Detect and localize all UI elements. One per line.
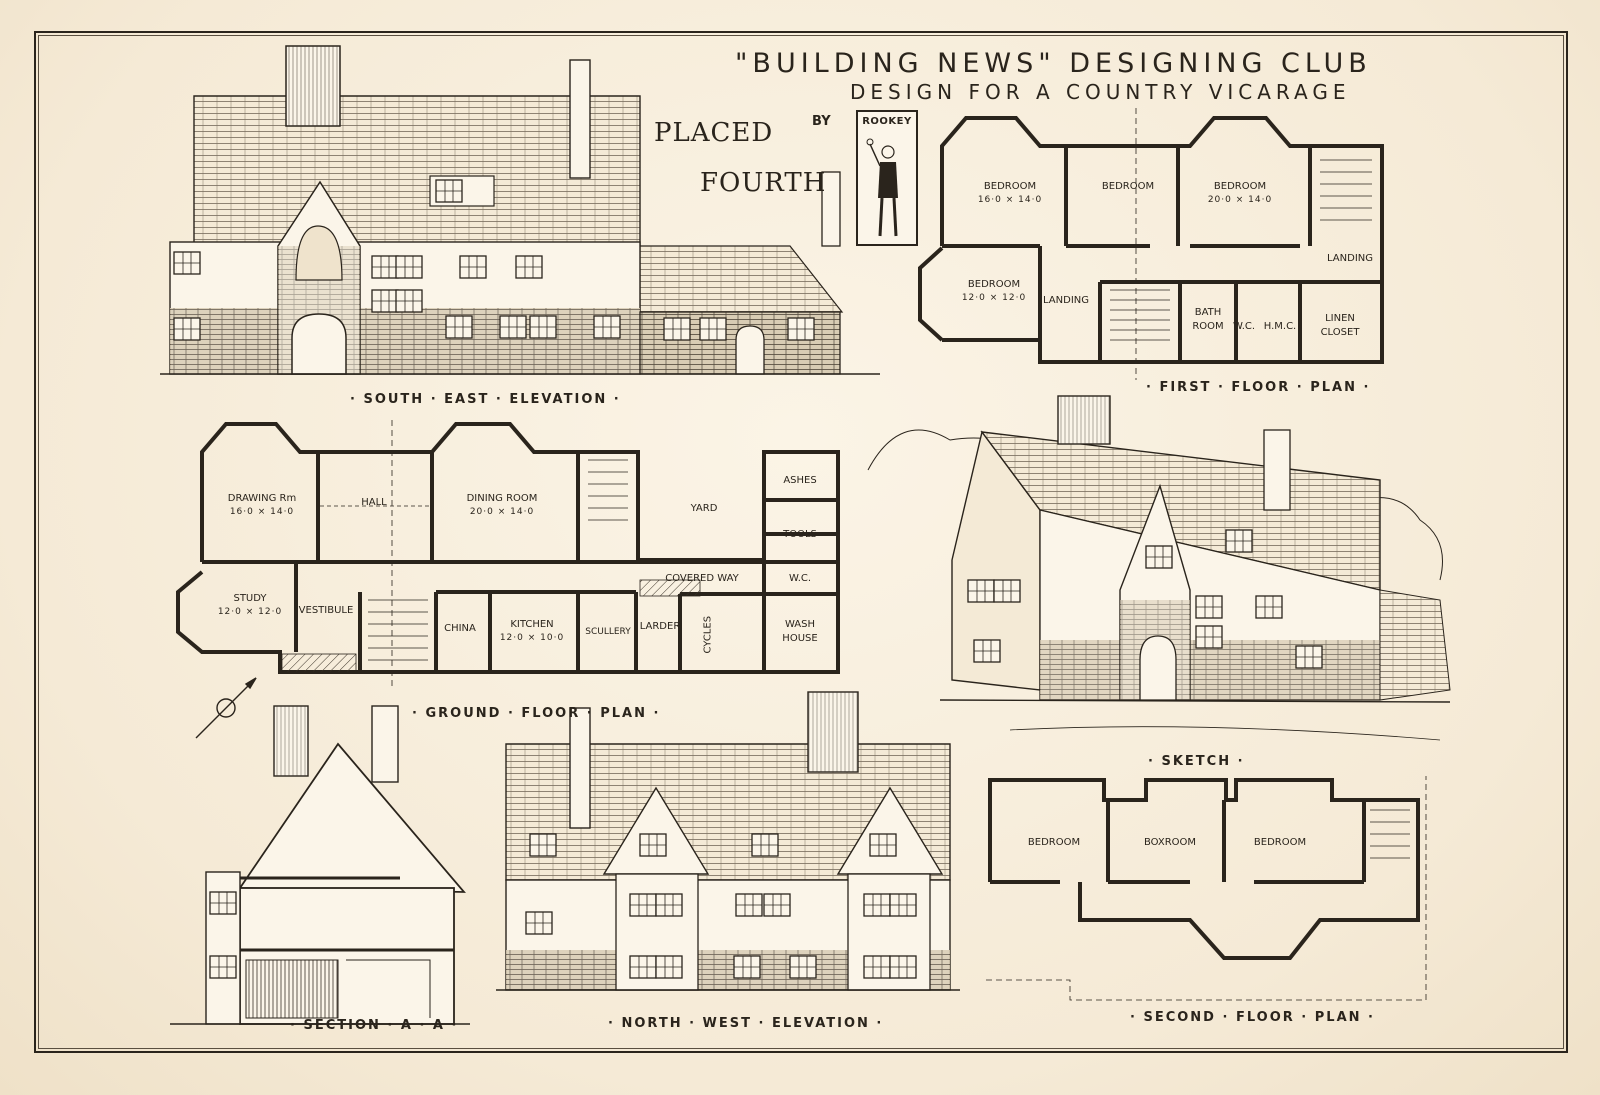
north-west-elevation-label: · NORTH · WEST · ELEVATION · <box>608 1016 884 1031</box>
room-dining: DINING ROOM 20·0 × 14·0 <box>467 492 538 518</box>
first-floor-plan-label: · FIRST · FLOOR · PLAN · <box>1146 380 1371 395</box>
room-bedroom-second-2: BEDROOM <box>1253 837 1307 848</box>
room-dims: 12·0 × 12·0 <box>217 606 283 617</box>
room-drawing: DRAWING Rm 16·0 × 14·0 <box>228 492 296 518</box>
room-name: STUDY <box>233 593 267 604</box>
figure-icon <box>866 138 898 237</box>
room-china: CHINA <box>444 623 476 634</box>
placed-line-1: PLACED <box>654 118 774 148</box>
ground-floor-plan-drawing <box>176 422 840 674</box>
room-dims: 16·0 × 14·0 <box>229 506 295 517</box>
room-dims: 12·0 × 12·0 <box>961 292 1027 303</box>
section-label: · SECTION · A · A · <box>290 1018 459 1033</box>
room-bedroom-1: BEDROOM 16·0 × 14·0 <box>978 180 1042 206</box>
south-east-elevation-drawing <box>160 45 880 375</box>
section-a-a-drawing <box>170 705 470 1025</box>
club-title: "BUILDING NEWS" DESIGNING CLUB <box>735 48 1372 79</box>
room-landing-1: LANDING <box>1042 295 1090 306</box>
second-floor-stairs <box>986 776 1427 1001</box>
room-boxroom: BOXROOM <box>1143 837 1197 848</box>
room-larder: LARDER <box>639 621 681 632</box>
second-floor-plan-label: · SECOND · FLOOR · PLAN · <box>1130 1010 1375 1025</box>
room-dims: 12·0 × 10·0 <box>499 632 565 643</box>
room-yard: YARD <box>690 503 718 514</box>
room-name: BEDROOM <box>967 279 1021 290</box>
room-covered-way: COVERED WAY <box>665 573 739 584</box>
perspective-sketch-drawing <box>867 395 1451 741</box>
author-pseudonym: ROOKEY <box>862 116 912 127</box>
outer-border <box>34 31 1568 1053</box>
porch-paving <box>281 653 357 673</box>
first-floor-plan-drawing <box>918 116 1384 364</box>
room-kitchen: KITCHEN 12·0 × 10·0 <box>500 618 564 644</box>
room-cycles: CYCLES <box>702 615 714 654</box>
room-linen: LINEN CLOSET <box>1320 313 1360 338</box>
room-hall: HALL <box>361 497 387 508</box>
room-dims: 20·0 × 14·0 <box>1207 194 1273 205</box>
room-wash-house: WASH HOUSE <box>782 619 818 644</box>
ground-floor-stairs <box>320 420 628 690</box>
room-wc-ground: W.C. <box>788 573 812 584</box>
second-floor-plan-drawing <box>988 778 1420 960</box>
room-name: BEDROOM <box>1213 181 1267 192</box>
sketch-label: · SKETCH · <box>1148 754 1245 769</box>
design-subtitle: DESIGN FOR A COUNTRY VICARAGE <box>850 80 1351 104</box>
room-name: BEDROOM <box>983 181 1037 192</box>
room-bedroom-3: BEDROOM 20·0 × 14·0 <box>1208 180 1272 206</box>
room-name: BEDROOM <box>1101 181 1155 192</box>
room-bath: BATH ROOM <box>1192 307 1224 332</box>
room-scullery: SCULLERY <box>585 627 631 637</box>
room-bedroom-2: BEDROOM <box>1102 180 1154 194</box>
south-east-elevation-label: · SOUTH · EAST · ELEVATION · <box>350 392 621 407</box>
room-ashes: ASHES <box>783 475 817 486</box>
room-bedroom-second-1: BEDROOM <box>1027 837 1081 848</box>
first-floor-stairs <box>1110 108 1372 380</box>
room-study: STUDY 12·0 × 12·0 <box>218 592 282 618</box>
author-cartouche: ROOKEY <box>856 110 918 246</box>
room-vestibule: VESTIBULE <box>298 605 354 616</box>
room-bedroom-4: BEDROOM 12·0 × 12·0 <box>962 278 1026 304</box>
room-hmc: H.M.C. <box>1263 321 1297 332</box>
room-wc: W.C. <box>1232 321 1256 332</box>
compass-icon <box>195 677 257 739</box>
room-landing-2: LANDING <box>1326 253 1374 264</box>
room-dims: 16·0 × 14·0 <box>977 194 1043 205</box>
inner-border <box>38 35 1564 1049</box>
room-name: DINING ROOM <box>466 493 538 504</box>
covered-way-paving <box>639 579 701 597</box>
room-tools: TOOLS <box>783 529 817 540</box>
ground-floor-plan-label: · GROUND · FLOOR · PLAN · <box>412 706 661 721</box>
room-name: DRAWING Rm <box>227 493 297 504</box>
room-name: KITCHEN <box>510 619 554 630</box>
by-label: BY <box>812 114 831 129</box>
placed-line-2: FOURTH <box>700 168 827 198</box>
room-dims: 20·0 × 14·0 <box>469 506 535 517</box>
north-west-elevation-drawing <box>496 691 960 991</box>
